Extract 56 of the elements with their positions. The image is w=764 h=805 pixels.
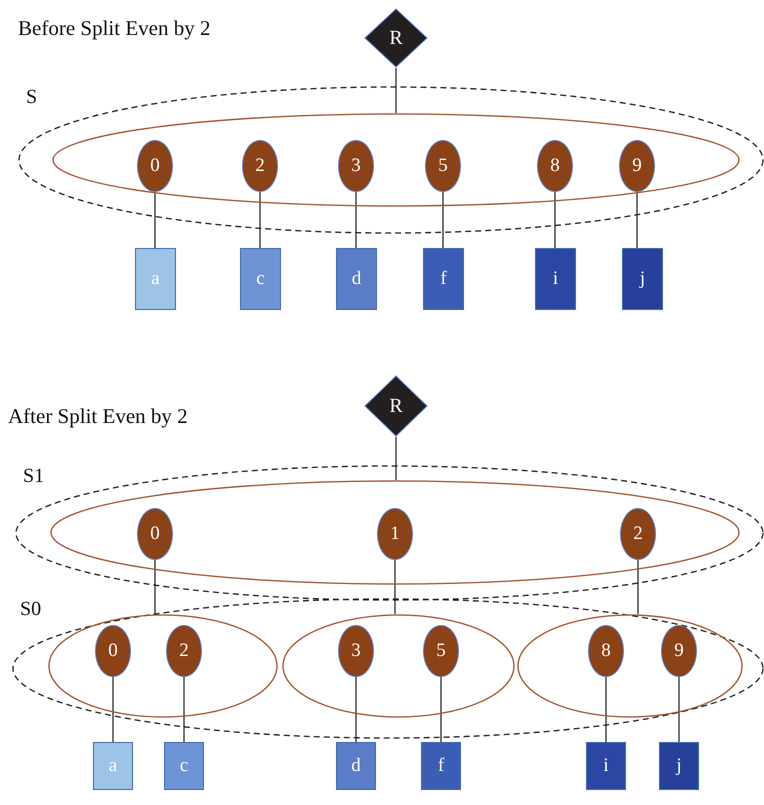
value-box: d <box>336 248 377 310</box>
set-label: S0 <box>20 598 42 621</box>
connector-line <box>636 192 638 248</box>
key-oval: 0 <box>95 625 131 677</box>
value-box: c <box>164 742 204 790</box>
key-oval: 5 <box>425 140 461 192</box>
connector-line <box>554 192 556 248</box>
diagram-heading: Before Split Even by 2 <box>18 16 210 41</box>
value-box: c <box>240 248 281 310</box>
connector-line <box>154 192 156 248</box>
value-box: a <box>93 742 133 790</box>
key-oval: 8 <box>588 625 624 677</box>
ellipse <box>282 614 515 718</box>
value-box: i <box>535 248 576 310</box>
value-box: j <box>622 248 663 310</box>
connector-line <box>154 560 156 614</box>
ellipse <box>517 614 743 718</box>
decision-diamond: R <box>364 375 428 437</box>
value-box: d <box>336 742 376 790</box>
connector-line <box>259 192 261 248</box>
connector-line <box>112 677 114 742</box>
key-oval: 0 <box>137 508 173 560</box>
decision-diamond: R <box>364 8 428 68</box>
key-oval: 3 <box>338 625 374 677</box>
key-oval: 2 <box>166 625 202 677</box>
key-oval: 9 <box>661 625 697 677</box>
key-oval: 9 <box>619 140 655 192</box>
ellipse <box>52 113 740 207</box>
connector-line <box>394 560 396 614</box>
connector-line <box>395 437 397 480</box>
key-oval: 5 <box>423 625 459 677</box>
key-oval: 8 <box>537 140 573 192</box>
set-label: S1 <box>23 465 44 488</box>
ellipse <box>48 614 278 718</box>
ellipse <box>50 480 740 585</box>
diagram-heading: After Split Even by 2 <box>8 404 188 429</box>
connector-line <box>678 677 680 742</box>
connector-line <box>395 68 397 113</box>
connector-line <box>183 677 185 742</box>
value-box: i <box>586 742 626 790</box>
value-box: f <box>423 248 464 310</box>
connector-line <box>605 677 607 742</box>
key-oval: 2 <box>620 508 656 560</box>
connector-line <box>442 192 444 248</box>
connector-line <box>637 560 639 614</box>
connector-line <box>355 192 357 248</box>
value-box: f <box>421 742 461 790</box>
key-oval: 2 <box>242 140 278 192</box>
key-oval: 1 <box>377 508 413 560</box>
set-label: S <box>26 86 38 109</box>
connector-line <box>440 677 442 742</box>
value-box: a <box>135 248 176 310</box>
connector-line <box>355 677 357 742</box>
key-oval: 0 <box>137 140 173 192</box>
value-box: j <box>659 742 699 790</box>
key-oval: 3 <box>338 140 374 192</box>
